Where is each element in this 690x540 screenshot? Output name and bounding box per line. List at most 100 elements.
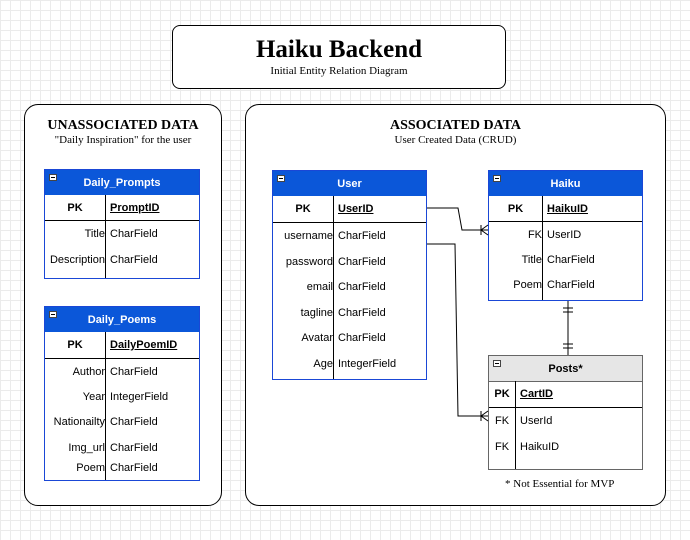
table-header: Daily_Prompts (45, 170, 199, 195)
table-row: Poem CharField (45, 457, 199, 479)
diagram-subtitle: Initial Entity Relation Diagram (270, 65, 408, 77)
primary-key-row: PK DailyPoemID (45, 332, 199, 359)
field-name: tagline (300, 306, 333, 319)
posts-table[interactable]: Posts* PK CartID FK UserId FK HaikuID (488, 355, 643, 470)
collapse-icon[interactable] (49, 311, 57, 318)
table-row: Age IntegerField (273, 351, 426, 376)
collapse-icon[interactable] (493, 175, 501, 182)
key-kind: PK (67, 201, 83, 214)
primary-key-row: PK HaikuID (489, 196, 642, 222)
crows-foot-icon (480, 415, 489, 422)
field-name: Avatar (301, 332, 333, 344)
key-kind: PK (507, 202, 524, 215)
table-row: FK UserId (489, 408, 642, 434)
primary-key-row: PK PromptID (45, 195, 199, 221)
column-divider (515, 381, 516, 469)
key-field: DailyPoemID (110, 339, 178, 351)
collapse-icon[interactable] (277, 175, 285, 182)
daily-prompts-table[interactable]: Daily_Prompts PK PromptID Title CharFiel… (44, 169, 200, 279)
crows-foot-icon (480, 410, 489, 417)
table-row: Author CharField (45, 359, 199, 384)
primary-key-row: PK CartID (489, 381, 642, 408)
table-row: Avatar CharField (273, 325, 426, 351)
column-divider (542, 196, 543, 300)
collapse-icon[interactable] (493, 360, 501, 367)
key-kind: PK (67, 339, 83, 351)
table-name: Daily_Prompts (83, 176, 161, 189)
table-row: Title CharField (489, 247, 642, 272)
table-row: Img_url CharField (45, 435, 199, 460)
user-table[interactable]: User PK UserID username CharField passwo… (272, 170, 427, 380)
field-name: Poem (76, 462, 105, 474)
field-name: email (306, 281, 333, 293)
field-name: FK (494, 441, 510, 453)
crows-foot-icon (480, 229, 489, 236)
haiku-table[interactable]: Haiku PK HaikuID FK UserID Title CharFie… (488, 170, 643, 301)
field-name: Nationailty (53, 416, 105, 428)
field-type: CharField (547, 253, 595, 266)
field-name: Age (313, 357, 333, 370)
field-name: FK (527, 228, 542, 241)
key-kind: PK (295, 203, 311, 215)
diagram-title-box: Haiku Backend Initial Entity Relation Di… (172, 25, 506, 89)
field-name: FK (494, 415, 510, 427)
table-row: username CharField (273, 223, 426, 249)
group-subtitle: "Daily Inspiration" for the user (54, 134, 192, 146)
field-name: Img_url (68, 441, 105, 454)
field-type: CharField (338, 230, 386, 242)
table-header: Daily_Poems (45, 307, 199, 332)
table-name: Daily_Poems (87, 313, 157, 326)
field-type: CharField (110, 228, 158, 240)
field-type: CharField (110, 365, 158, 378)
key-field: HaikuID (547, 202, 588, 215)
table-row: password CharField (273, 249, 426, 274)
table-name: Haiku (550, 177, 581, 190)
field-type: IntegerField (110, 390, 169, 403)
table-row: tagline CharField (273, 300, 426, 325)
field-name: Poem (513, 279, 542, 291)
table-row: Title CharField (45, 221, 199, 247)
table-row: FK HaikuID (489, 434, 642, 460)
field-type: UserID (547, 228, 582, 241)
field-name: Description (49, 254, 105, 266)
daily-poems-table[interactable]: Daily_Poems PK DailyPoemID Author CharFi… (44, 306, 200, 481)
collapse-icon[interactable] (49, 174, 57, 181)
key-field: UserID (338, 203, 374, 215)
field-name: Title (84, 228, 105, 240)
primary-key-row: PK UserID (273, 196, 426, 223)
table-row: Nationailty CharField (45, 409, 199, 435)
field-type: CharField (110, 441, 158, 454)
field-type: CharField (338, 306, 386, 319)
field-type: UserId (520, 415, 553, 427)
field-name: Author (72, 365, 105, 378)
group-heading: ASSOCIATED DATA (389, 118, 522, 133)
table-row: email CharField (273, 274, 426, 300)
user-posts-relationship (427, 243, 488, 417)
field-type: CharField (338, 281, 386, 293)
field-type: CharField (110, 462, 158, 474)
user-haiku-relationship (427, 207, 488, 231)
field-type: CharField (338, 255, 386, 268)
field-name: password (285, 255, 333, 268)
field-name: Title (521, 253, 542, 266)
field-name: username (284, 230, 333, 242)
table-row: FK UserID (489, 222, 642, 247)
field-type: CharField (110, 416, 158, 428)
field-type: HaikuID (520, 441, 560, 453)
field-type: IntegerField (338, 357, 397, 370)
field-type: CharField (110, 254, 158, 266)
field-type: CharField (547, 279, 595, 291)
field-type: CharField (338, 332, 386, 344)
table-name: User (337, 177, 362, 190)
footnote: * Not Essential for MVP (505, 478, 615, 490)
key-field: CartID (520, 388, 554, 400)
table-header: User (273, 171, 426, 196)
group-heading: UNASSOCIATED DATA (47, 118, 199, 133)
table-header: Posts* (489, 356, 642, 382)
table-name: Posts* (548, 362, 583, 375)
table-row: Year IntegerField (45, 384, 199, 409)
crows-foot-icon (480, 224, 489, 231)
column-divider (333, 196, 334, 379)
column-divider (105, 195, 106, 278)
key-kind: PK (494, 388, 510, 400)
